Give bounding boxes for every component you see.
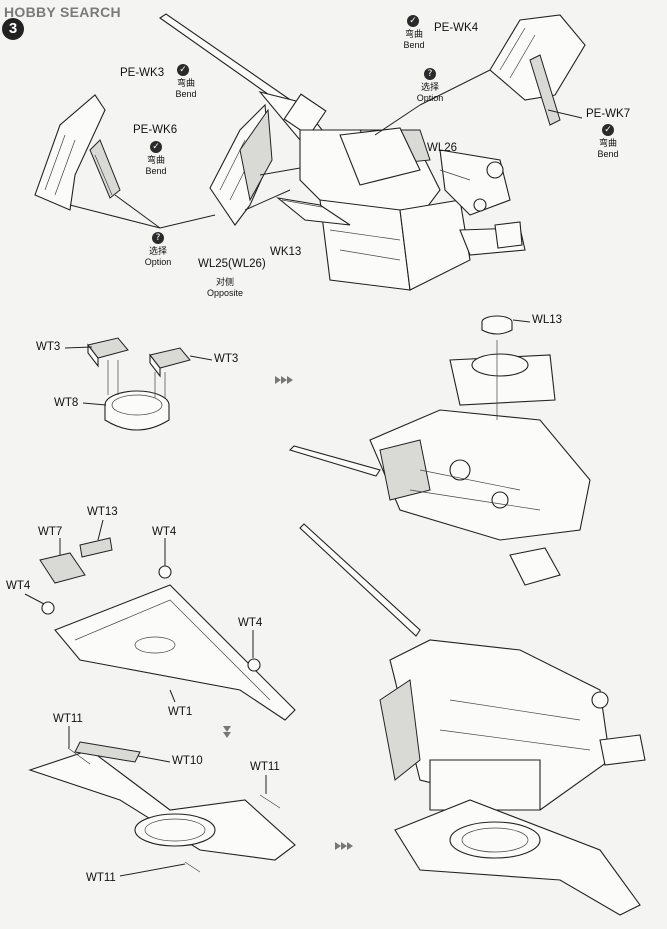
label-pe-wk4: PE-WK4 bbox=[434, 22, 479, 34]
label-wt4-left: WT4 bbox=[6, 580, 31, 592]
pe-wk4-shield bbox=[374, 14, 586, 136]
label-wt3-left: WT3 bbox=[36, 341, 61, 353]
bend-check-icon: ✓ bbox=[177, 64, 189, 76]
label-pe-wk7: PE-WK7 bbox=[586, 108, 631, 120]
next-step-arrow-icon-2 bbox=[223, 726, 231, 738]
next-step-arrow-icon-1 bbox=[275, 376, 293, 384]
label-wt1: WT1 bbox=[168, 706, 193, 718]
bend-check-icon: ✓ bbox=[407, 15, 419, 27]
bend-note-pe-wk3: 弯曲 Bend bbox=[168, 78, 204, 100]
label-wt11-top: WT11 bbox=[53, 713, 83, 725]
label-wl25: WL25(WL26) bbox=[198, 258, 266, 270]
bend-note-pe-wk4: 弯曲 Bend bbox=[396, 29, 432, 51]
question-icon: ? bbox=[152, 232, 164, 244]
pe-wk3-shield bbox=[34, 94, 216, 229]
next-step-arrow-icon-3 bbox=[335, 842, 353, 850]
bend-en: Bend bbox=[145, 166, 167, 176]
wt1-base-assembly bbox=[39, 537, 296, 721]
bend-cn: 弯曲 bbox=[146, 155, 165, 165]
bend-note-pe-wk6: 弯曲 Bend bbox=[138, 155, 174, 177]
final-assembly bbox=[299, 523, 646, 916]
bend-check-icon: ✓ bbox=[150, 141, 162, 153]
label-wt3-right: WT3 bbox=[214, 353, 239, 365]
label-pe-wk6: PE-WK6 bbox=[133, 124, 178, 136]
bend-en: Bend bbox=[597, 149, 619, 159]
bend-cn: 弯曲 bbox=[404, 29, 423, 39]
option-note-right: 选择 Option bbox=[410, 82, 450, 104]
label-wt11-right: WT11 bbox=[250, 761, 280, 773]
bend-en: Bend bbox=[403, 40, 425, 50]
wl13-assembly bbox=[288, 315, 591, 586]
label-wt7: WT7 bbox=[38, 526, 63, 538]
label-wk13: WK13 bbox=[270, 246, 302, 258]
option-en: Option bbox=[144, 257, 172, 267]
top-gun-assembly bbox=[159, 13, 526, 291]
option-en: Option bbox=[416, 93, 444, 103]
step-number: 3 bbox=[2, 18, 24, 40]
label-pe-wk3: PE-WK3 bbox=[120, 67, 165, 79]
opposite-cn: 对侧 bbox=[215, 277, 234, 287]
label-wt11-bottom: WT11 bbox=[86, 872, 116, 884]
label-wl13: WL13 bbox=[532, 314, 563, 326]
option-note-left: 选择 Option bbox=[138, 246, 178, 268]
option-cn: 选择 bbox=[420, 82, 439, 92]
leader-lines bbox=[24, 319, 531, 877]
bend-cn: 弯曲 bbox=[598, 138, 617, 148]
question-icon: ? bbox=[424, 68, 436, 80]
bend-note-pe-wk7: 弯曲 Bend bbox=[590, 138, 626, 160]
bend-check-icon: ✓ bbox=[602, 124, 614, 136]
watermark: HOBBY SEARCH bbox=[4, 4, 121, 20]
label-wt13: WT13 bbox=[87, 506, 118, 518]
wt8-ring-assembly bbox=[87, 337, 191, 431]
label-wl26: WL26 bbox=[427, 142, 458, 154]
bend-cn: 弯曲 bbox=[176, 78, 195, 88]
option-cn: 选择 bbox=[148, 246, 167, 256]
opposite-note: 对侧 Opposite bbox=[200, 277, 250, 299]
wt10-base-assembly bbox=[28, 741, 296, 873]
label-wt10: WT10 bbox=[172, 755, 203, 767]
label-wt8: WT8 bbox=[54, 397, 79, 409]
opposite-en: Opposite bbox=[206, 288, 244, 298]
bend-en: Bend bbox=[175, 89, 197, 99]
label-wt4-top: WT4 bbox=[152, 526, 177, 538]
label-wt4-right: WT4 bbox=[238, 617, 263, 629]
